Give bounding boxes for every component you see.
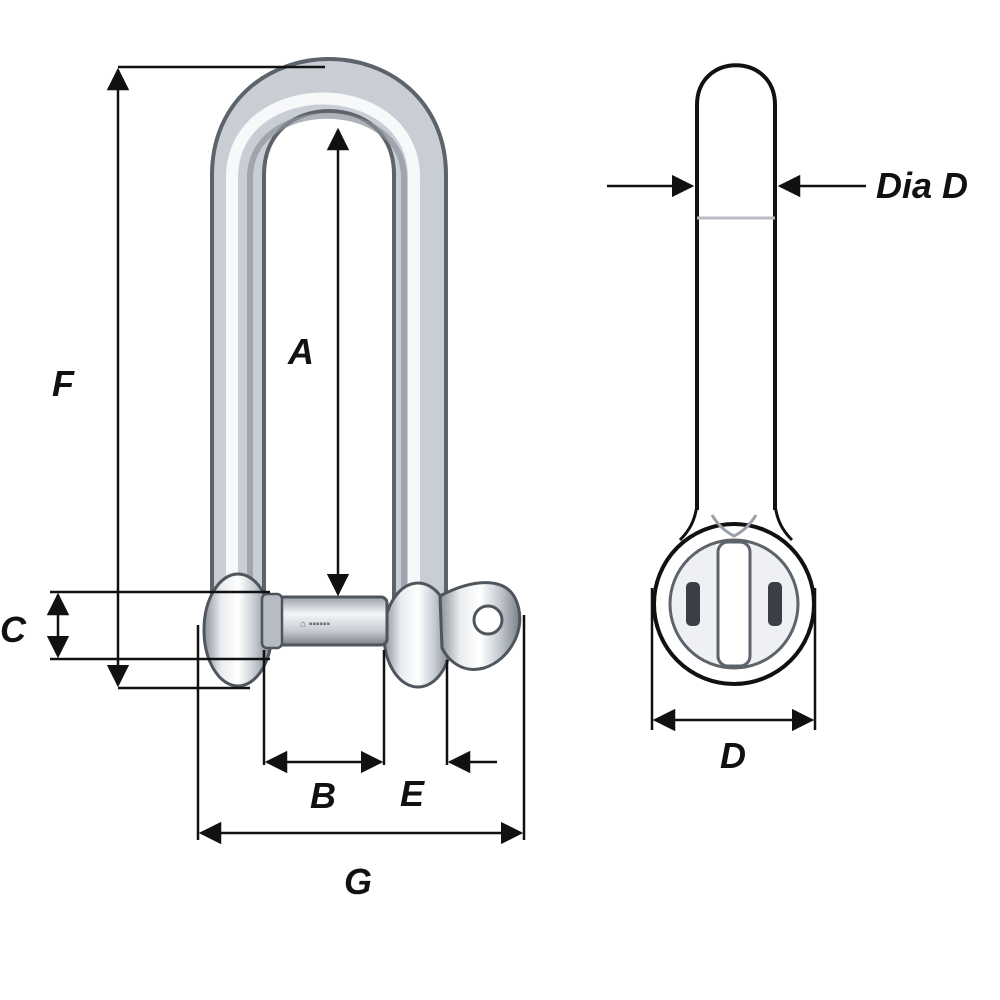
shackle-pin-engraving: ⌂ ▪▪▪▪▪▪ xyxy=(300,619,331,630)
label-b: B xyxy=(310,775,336,816)
label-c: C xyxy=(0,609,27,650)
shackle-pin-collar xyxy=(260,592,284,650)
shackle-pin-tab-hole xyxy=(472,604,504,636)
label-g: G xyxy=(344,861,372,902)
shackle-body: ⌂ ▪▪▪▪▪▪ xyxy=(202,57,522,689)
side-view-pin-slot xyxy=(716,540,752,668)
dimension-labels: F A C B E G D Dia D xyxy=(0,165,968,902)
label-e: E xyxy=(400,773,425,814)
shackle-side-view xyxy=(607,63,866,732)
dimension-lines xyxy=(46,65,526,845)
side-view-shank xyxy=(695,63,777,510)
shackle-bow-outline xyxy=(210,57,448,668)
shackle-bow-highlight xyxy=(226,92,420,636)
label-f: F xyxy=(52,363,75,404)
label-d: D xyxy=(720,735,746,776)
shackle-bow-shadow xyxy=(247,112,407,603)
label-a: A xyxy=(287,331,314,372)
label-dia-d: Dia D xyxy=(876,165,968,206)
